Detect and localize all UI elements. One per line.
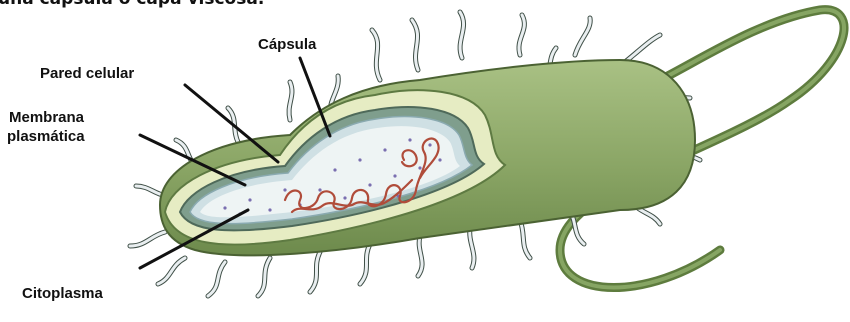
label-membrana-line2: plasmática xyxy=(7,128,85,145)
label-membrana-line1: Membrana xyxy=(9,109,84,126)
label-capsula: Cápsula xyxy=(258,36,316,53)
label-pared-celular: Pared celular xyxy=(40,65,134,82)
label-citoplasma: Citoplasma xyxy=(22,285,103,302)
